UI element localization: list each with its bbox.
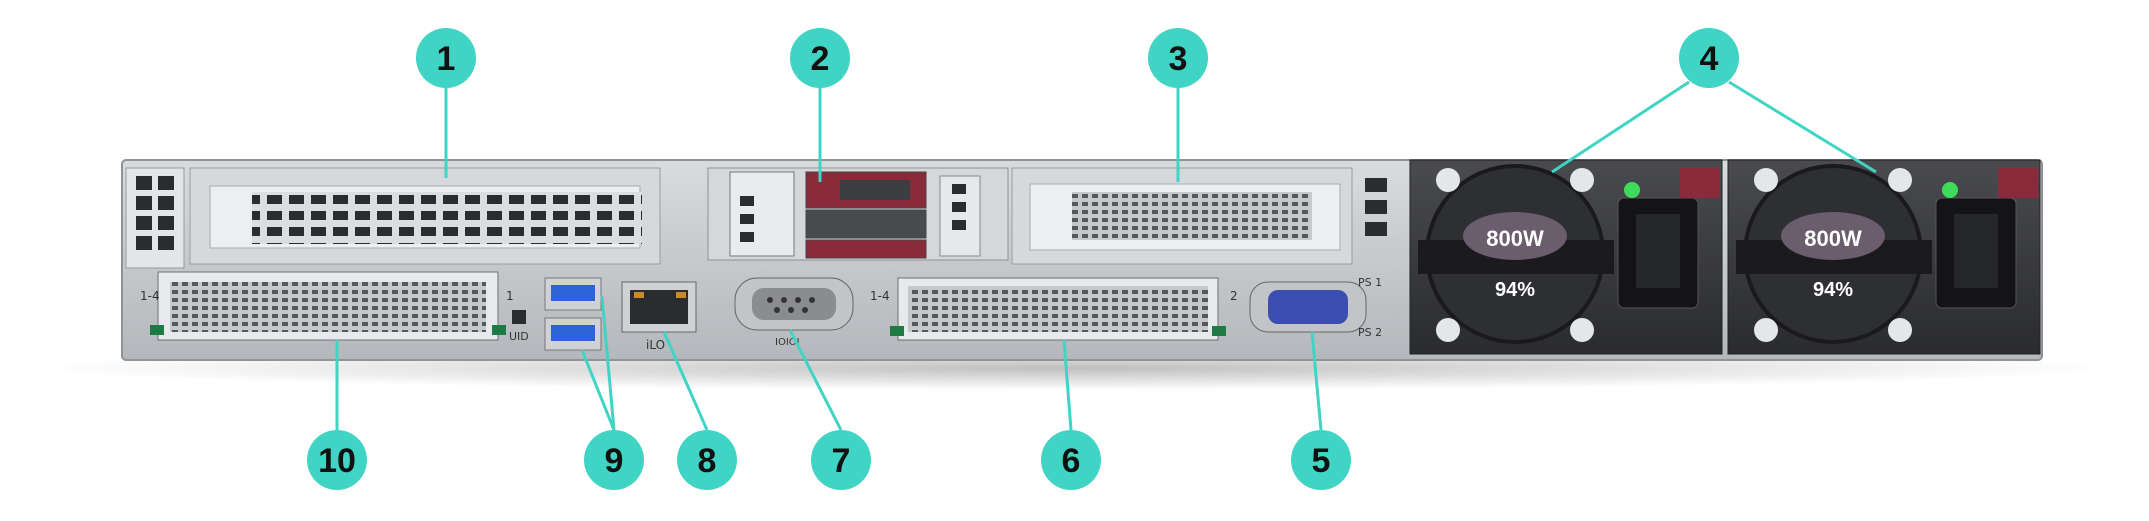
- callout-leaders: [335, 80, 1877, 431]
- callout-6: 6: [1041, 430, 1101, 490]
- callout-5-label: 5: [1312, 442, 1331, 480]
- psu1-wattage: 800W: [1486, 226, 1544, 251]
- psu2-led: [1942, 182, 1958, 198]
- slot-label-right: 2: [1230, 289, 1238, 303]
- psu2-wattage: 800W: [1804, 226, 1862, 251]
- ilo-label: iLO: [646, 338, 665, 352]
- callout-8-label: 8: [698, 442, 717, 480]
- ocp-slot-right: 1-4 2: [870, 277, 1238, 341]
- callout-2-label: 2: [811, 40, 830, 78]
- nic-label-left: 1-4: [140, 289, 160, 303]
- ps1-label: PS 1: [1358, 276, 1382, 289]
- psu2-efficiency: 94%: [1813, 279, 1853, 301]
- ocp-slot-left: 1-4 1: [140, 271, 514, 341]
- callout-8: 8: [677, 430, 737, 490]
- drive-cage: [707, 167, 1009, 261]
- callout-1-label: 1: [437, 40, 456, 78]
- psu1-efficiency: 94%: [1495, 279, 1535, 301]
- callout-9: 9: [584, 430, 644, 490]
- callout-3-label: 3: [1169, 40, 1188, 78]
- psu1-led: [1624, 182, 1640, 198]
- callout-7-label: 7: [832, 442, 851, 480]
- callout-9-label: 9: [605, 442, 624, 480]
- serial-label: IOIOI: [775, 337, 800, 348]
- vga-port[interactable]: PS 1 PS 2: [1249, 276, 1382, 339]
- callout-5: 5: [1291, 430, 1351, 490]
- callout-10: 10: [307, 430, 367, 490]
- callout-4: 4: [1679, 28, 1739, 88]
- power-supply-1: 800W 94%: [1409, 159, 1723, 355]
- callout-2: 2: [790, 28, 850, 88]
- left-bracket-vent: [125, 167, 185, 269]
- callout-3: 3: [1148, 28, 1208, 88]
- ilo-port[interactable]: iLO: [621, 281, 697, 352]
- pcie-riser-3: [1011, 167, 1387, 265]
- power-supply-2: 800W 94%: [1727, 159, 2041, 355]
- serial-port[interactable]: IOIOI: [734, 277, 854, 348]
- callout-4-label: 4: [1700, 40, 1719, 78]
- slot-label-left: 1: [506, 289, 514, 303]
- callout-7: 7: [811, 430, 871, 490]
- usb-ports[interactable]: [544, 277, 602, 351]
- ps2-label: PS 2: [1358, 326, 1382, 339]
- nic-label-right: 1-4: [870, 289, 890, 303]
- callout-6-label: 6: [1062, 442, 1081, 480]
- callout-1: 1: [416, 28, 476, 88]
- uid-button[interactable]: UID: [509, 310, 529, 343]
- callout-10-label: 10: [318, 442, 356, 480]
- pcie-riser-1: [189, 167, 661, 265]
- uid-label: UID: [509, 330, 529, 343]
